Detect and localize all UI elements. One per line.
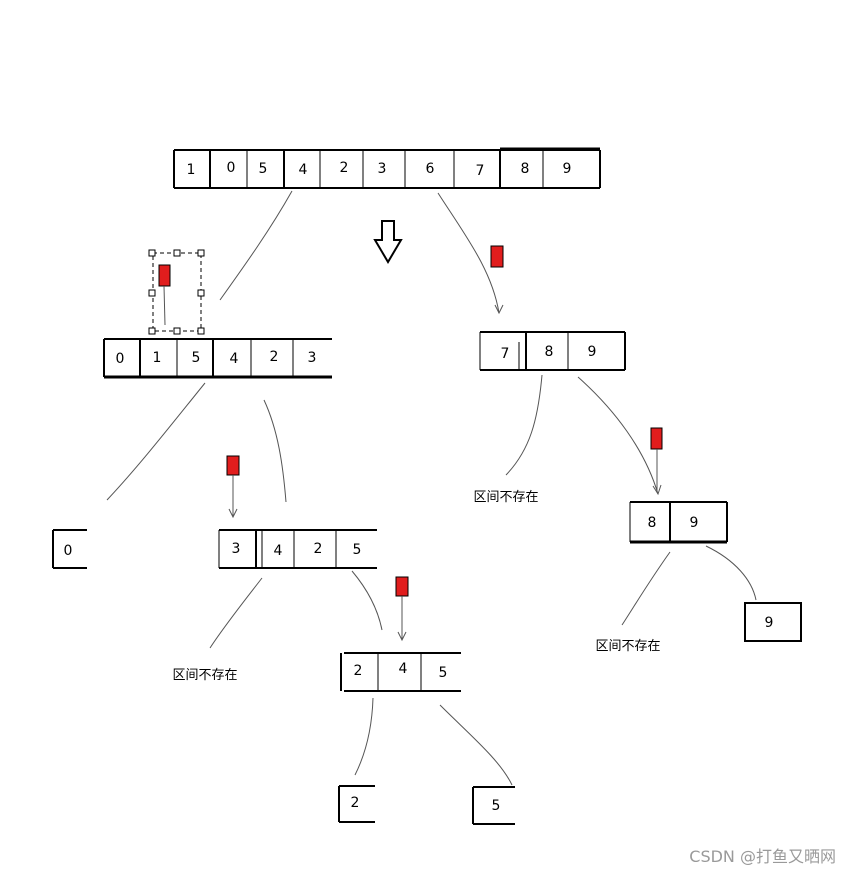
right-right-cell-1: 9 xyxy=(690,515,699,531)
edge-89-left xyxy=(621,551,671,626)
left-cell-1: 1 xyxy=(153,350,162,366)
edge-245-left xyxy=(354,697,374,776)
root-cell-7: 7 xyxy=(476,163,485,179)
root-cell-4: 2 xyxy=(340,160,349,176)
array-right-right-right: 9 xyxy=(744,602,802,642)
array-left-left: 0 xyxy=(52,529,87,569)
note-interval-missing-1: 区间不存在 xyxy=(473,490,538,505)
edge-3425-left xyxy=(209,577,263,649)
root-cell-5: 3 xyxy=(378,161,387,177)
root-cell-2: 5 xyxy=(259,161,268,177)
root-cell-1: 0 xyxy=(227,160,236,176)
note-interval-missing-2: 区间不存在 xyxy=(172,668,237,683)
left-right-cell-2: 2 xyxy=(314,541,323,557)
array-right-right: 8 9 xyxy=(629,501,728,544)
pivot-arrow-5-head xyxy=(397,631,407,642)
edge-3425-right xyxy=(351,570,383,631)
pivot-marker-5 xyxy=(395,576,409,597)
array-left-right: 3 4 2 5 xyxy=(218,529,377,569)
left-right-cell-3: 5 xyxy=(353,542,362,558)
array-left: 0 1 5 4 2 3 xyxy=(103,338,332,379)
root-cell-3: 4 xyxy=(299,162,308,178)
left-cell-5: 3 xyxy=(308,350,317,366)
edge-right-rightchild xyxy=(577,376,659,495)
array-lr-right-left: 2 xyxy=(338,785,375,823)
right-right-cell-0: 8 xyxy=(648,515,657,531)
left-cell-0: 0 xyxy=(116,351,125,367)
edge-right-rightchild-arrowhead xyxy=(652,484,662,496)
left-right-cell-1: 4 xyxy=(274,543,283,559)
edge-root-left xyxy=(219,190,293,301)
right-cell-0: 7 xyxy=(501,346,510,362)
root-cell-0: 1 xyxy=(187,162,196,178)
pivot-arrow-4-head xyxy=(228,508,238,519)
edge-root-right xyxy=(437,192,500,314)
edge-89-right xyxy=(705,545,757,601)
left-cell-4: 2 xyxy=(270,349,279,365)
pivot-marker-3 xyxy=(650,427,663,450)
root-cell-9: 9 xyxy=(563,161,572,177)
note-interval-missing-3: 区间不存在 xyxy=(595,639,660,654)
array-lr-right-right: 5 xyxy=(472,786,515,825)
pivot-arrow-1 xyxy=(163,285,166,326)
array-lr-right: 2 4 5 xyxy=(340,652,461,692)
edge-left-leftchild xyxy=(106,382,206,501)
pivot-marker-4 xyxy=(226,455,240,476)
left-cell-2: 5 xyxy=(192,350,201,366)
edge-root-right-arrowhead xyxy=(494,304,504,315)
lr-right-cell-1: 4 xyxy=(399,661,408,677)
lr-right-cell-2: 5 xyxy=(439,665,448,681)
edge-left-rightchild xyxy=(263,399,287,503)
lr-right-left-cell-0: 2 xyxy=(351,795,360,811)
lr-right-right-cell-0: 5 xyxy=(492,798,501,814)
root-cell-8: 8 xyxy=(521,161,530,177)
left-left-cell-0: 0 xyxy=(64,543,73,559)
edge-right-leftchild xyxy=(505,374,543,476)
right-right-right-cell-0: 9 xyxy=(765,615,774,631)
left-right-cell-0: 3 xyxy=(232,541,241,557)
down-arrow-icon xyxy=(373,220,403,264)
selection-box xyxy=(148,249,205,335)
root-cell-6: 6 xyxy=(426,161,435,177)
pivot-marker-1 xyxy=(158,264,171,287)
pivot-marker-2 xyxy=(490,245,504,268)
right-cell-2: 9 xyxy=(588,344,597,360)
array-root: 1 0 5 4 2 3 6 7 8 9 xyxy=(173,147,601,189)
right-cell-1: 8 xyxy=(545,344,554,360)
watermark: CSDN @打鱼又晒网 xyxy=(689,847,836,866)
left-cell-3: 4 xyxy=(230,351,239,367)
lr-right-cell-0: 2 xyxy=(354,663,363,679)
edge-245-right xyxy=(439,704,513,786)
array-right: 7 8 9 xyxy=(479,331,626,371)
